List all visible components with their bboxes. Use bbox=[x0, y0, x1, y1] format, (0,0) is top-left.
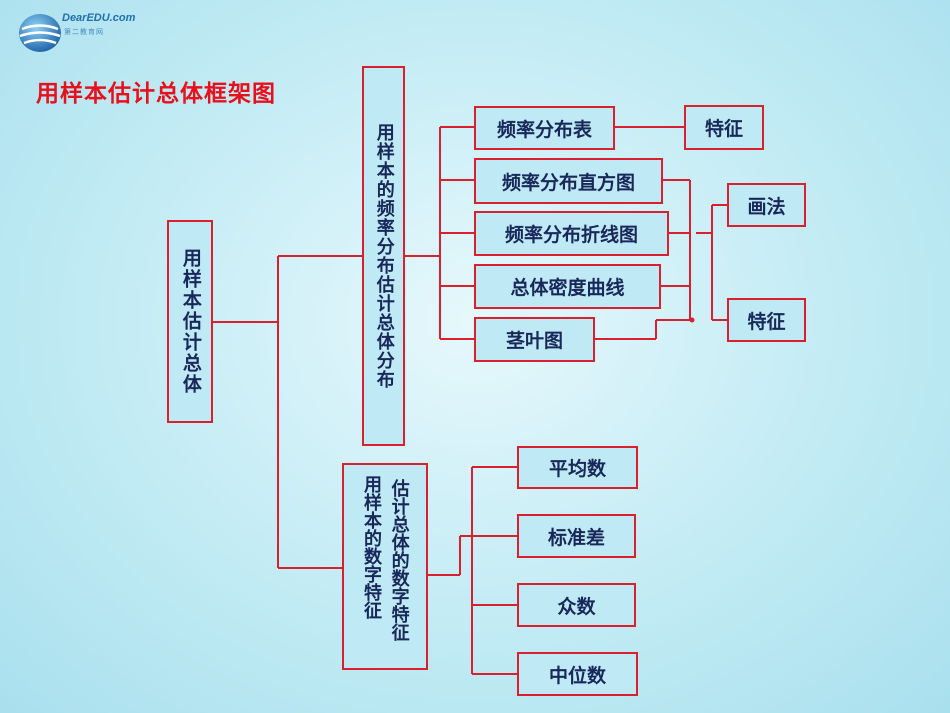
page-title: 用样本估计总体框架图 bbox=[36, 81, 276, 107]
numeric-item-median: 中位数 bbox=[517, 652, 638, 696]
methods-label: 画法 bbox=[747, 195, 786, 218]
item-label: 标准差 bbox=[547, 526, 605, 549]
logo-subtitle: 第二教育网 bbox=[64, 28, 104, 36]
features-label: 特征 bbox=[747, 310, 786, 333]
numeric-item-mean: 平均数 bbox=[517, 446, 638, 489]
distribution-item-table: 频率分布表 bbox=[474, 106, 615, 150]
table-feature-node: 特征 bbox=[684, 105, 764, 150]
numeric-label-left: 用样本的数字特征 bbox=[361, 475, 382, 619]
distribution-item-density-curve: 总体密度曲线 bbox=[474, 264, 661, 309]
logo-globe-icon bbox=[19, 14, 61, 52]
item-label: 频率分布折线图 bbox=[504, 224, 638, 246]
logo-brand: DearEDU.com bbox=[62, 12, 136, 24]
item-label: 总体密度曲线 bbox=[510, 277, 625, 299]
item-label: 频率分布直方图 bbox=[501, 171, 635, 194]
distribution-node: 用样本的频率分布估计总体分布 bbox=[362, 66, 405, 446]
numeric-label-right: 估计总体的数字特征 bbox=[388, 479, 410, 641]
item-label: 平均数 bbox=[548, 458, 606, 480]
item-label: 中位数 bbox=[548, 664, 606, 687]
numeric-item-mode: 众数 bbox=[517, 583, 636, 627]
item-label: 众数 bbox=[557, 595, 596, 618]
item-label: 频率分布表 bbox=[496, 118, 592, 141]
distribution-label: 用样本的频率分布估计总体分布 bbox=[373, 123, 395, 389]
root-label: 用样本估计总体 bbox=[179, 248, 202, 395]
distribution-item-stem-leaf: 茎叶图 bbox=[474, 317, 595, 362]
numeric-item-std: 标准差 bbox=[517, 514, 636, 558]
features-node: 特征 bbox=[727, 298, 806, 342]
item-label: 茎叶图 bbox=[505, 330, 563, 352]
distribution-item-polyline: 频率分布折线图 bbox=[474, 211, 669, 256]
numeric-node: 用样本的数字特征 估计总体的数字特征 bbox=[342, 463, 428, 670]
distribution-item-histogram: 频率分布直方图 bbox=[474, 158, 663, 204]
methods-node: 画法 bbox=[727, 183, 806, 227]
root-node: 用样本估计总体 bbox=[167, 220, 213, 423]
table-feature-label: 特征 bbox=[704, 118, 743, 140]
